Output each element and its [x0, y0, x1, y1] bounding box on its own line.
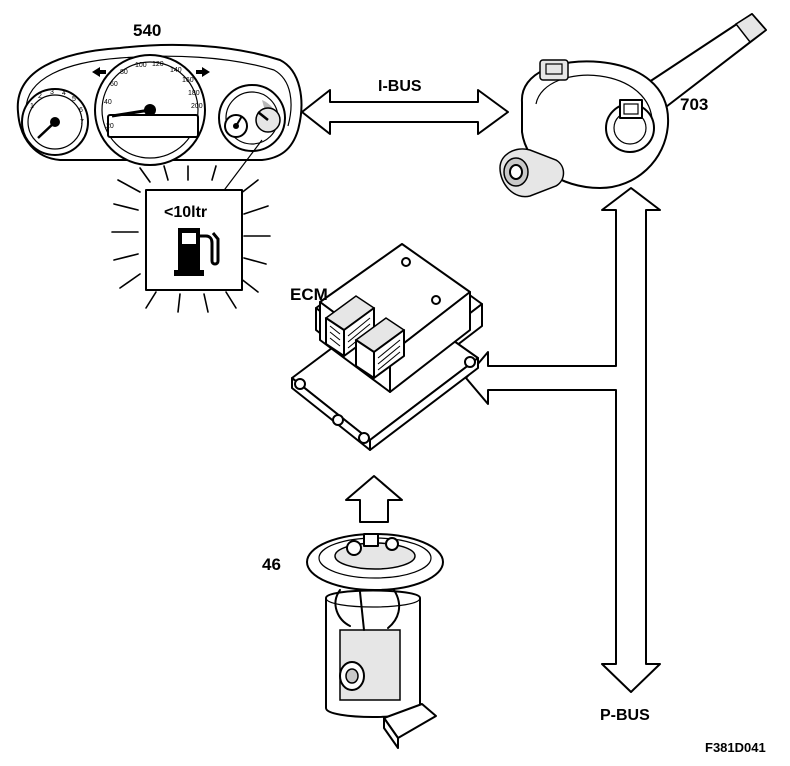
- svg-text:7: 7: [80, 119, 84, 126]
- steering-wheel-module: [499, 13, 768, 198]
- label-ecm: ECM: [290, 285, 328, 304]
- label-540: 540: [133, 21, 161, 40]
- svg-text:80: 80: [120, 69, 128, 76]
- label-i-bus: I-BUS: [378, 78, 422, 95]
- svg-text:5: 5: [72, 96, 76, 103]
- svg-text:200: 200: [191, 103, 203, 110]
- svg-text:3: 3: [50, 89, 54, 96]
- ecm-module: [291, 243, 483, 451]
- figure-code: F381D041: [705, 740, 766, 755]
- fuel-warning-indicator: [111, 165, 271, 313]
- svg-text:6: 6: [79, 107, 83, 114]
- instrument-cluster: 1 2 3 4 5 6 7 20 40 60 80 100 120 140 16…: [16, 43, 303, 194]
- fuel-pump-to-ecm-arrow: [345, 475, 403, 523]
- fuel-pump-icon: [174, 228, 220, 276]
- svg-text:160: 160: [182, 77, 194, 84]
- label-703: 703: [680, 95, 708, 114]
- svg-text:100: 100: [135, 62, 147, 69]
- svg-text:120: 120: [152, 61, 164, 68]
- label-46: 46: [262, 555, 281, 574]
- label-p-bus: P-BUS: [600, 707, 650, 724]
- svg-text:1: 1: [30, 103, 34, 110]
- warning-text: <10ltr: [164, 204, 207, 221]
- p-bus-arrow: [465, 187, 661, 693]
- svg-text:180: 180: [188, 90, 200, 97]
- svg-text:140: 140: [170, 67, 182, 74]
- i-bus-arrow: [301, 89, 509, 135]
- svg-text:40: 40: [104, 99, 112, 106]
- fuel-pump-module: [306, 533, 444, 749]
- svg-text:60: 60: [110, 81, 118, 88]
- svg-text:20: 20: [106, 123, 114, 130]
- svg-text:2: 2: [38, 93, 42, 100]
- svg-text:4: 4: [62, 90, 66, 97]
